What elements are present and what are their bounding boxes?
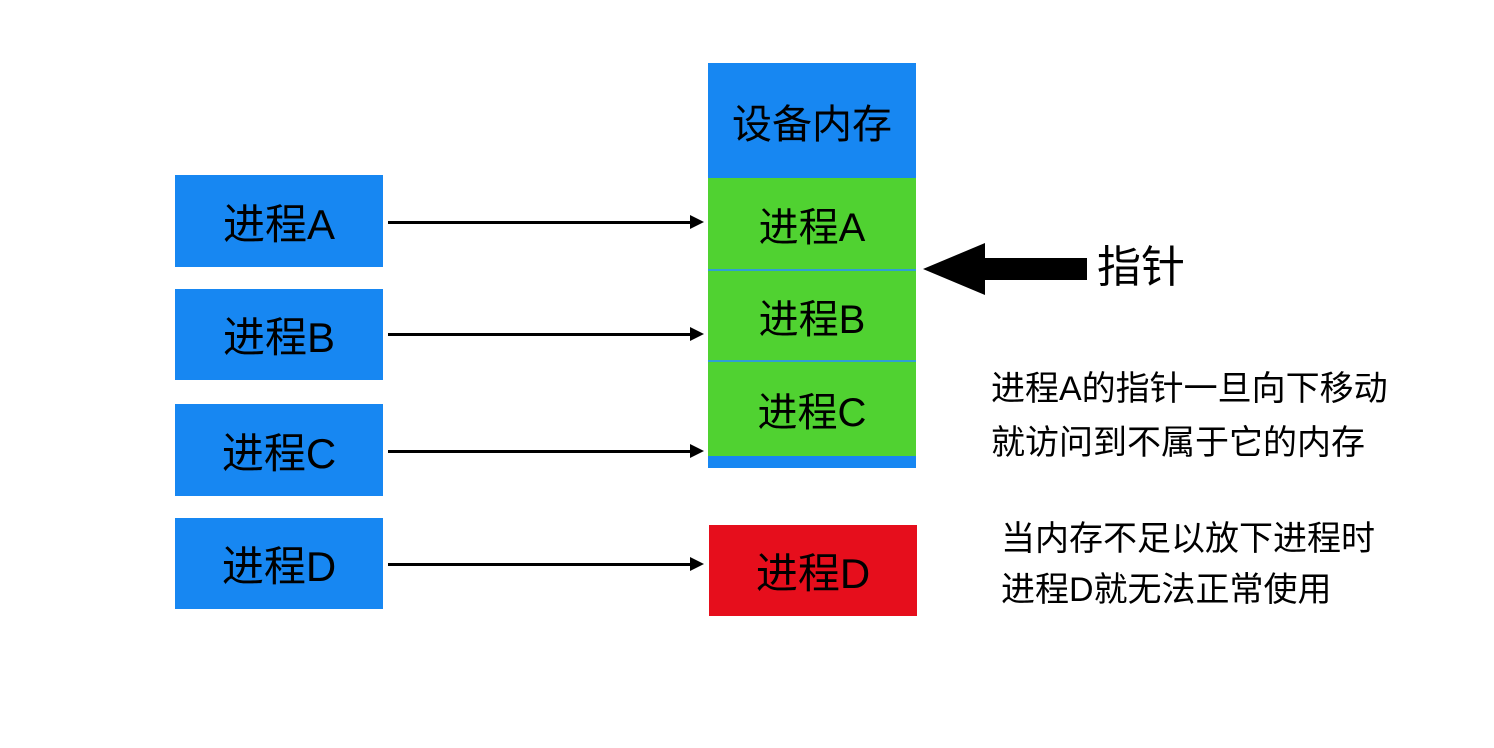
memory-segment-a-label: 进程A — [758, 205, 866, 250]
arrow-head — [690, 215, 704, 229]
process-box-b-label: 进程B — [222, 314, 335, 361]
memory-segment-c: 进程C — [708, 362, 916, 456]
arrow-process-b-icon — [388, 327, 704, 341]
process-box-a: 进程A — [175, 175, 383, 267]
process-box-a-label: 进程A — [222, 200, 335, 248]
arrow-shaft — [388, 221, 690, 224]
note-pointer-move-line1: 进程A的指针一旦向下移动 — [991, 370, 1388, 408]
pointer-arrow-shaft — [983, 258, 1087, 280]
note-memory-full: 当内存不足以放下进程时 进程D就无法正常使用 — [1001, 514, 1375, 616]
pointer-label: 指针 — [1097, 243, 1185, 292]
memory-free-strip — [708, 456, 916, 468]
process-box-c: 进程C — [175, 404, 383, 496]
arrow-process-a-icon — [388, 215, 704, 229]
note-pointer-move: 进程A的指针一旦向下移动 就访问到不属于它的内存 — [991, 362, 1388, 470]
arrow-process-d-icon — [388, 557, 704, 571]
overflow-process-box-d: 进程D — [709, 525, 917, 616]
process-box-c-label: 进程C — [221, 429, 337, 477]
memory-segment-a: 进程A — [708, 178, 916, 271]
device-memory-header: 设备内存 — [708, 63, 916, 178]
process-box-b: 进程B — [175, 289, 383, 380]
overflow-process-box-d-label: 进程D — [755, 550, 871, 597]
memory-segment-c-label: 进程C — [757, 391, 867, 435]
pointer-arrow-head — [923, 243, 985, 295]
memory-segment-b-label: 进程B — [758, 297, 866, 342]
arrow-shaft — [388, 333, 690, 336]
device-memory-title: 设备内存 — [732, 102, 892, 147]
note-memory-full-line2: 进程D就无法正常使用 — [1001, 571, 1332, 609]
note-memory-full-line1: 当内存不足以放下进程时 — [1001, 520, 1375, 558]
arrow-process-c-icon — [388, 444, 704, 458]
arrow-shaft — [388, 450, 690, 453]
arrow-head — [690, 327, 704, 341]
pointer-arrow-icon — [923, 243, 1087, 295]
process-box-d: 进程D — [175, 518, 383, 609]
process-box-d-label: 进程D — [221, 543, 337, 590]
device-memory-column: 设备内存 进程A 进程B 进程C — [708, 63, 916, 468]
note-pointer-move-line2: 就访问到不属于它的内存 — [991, 424, 1365, 462]
arrow-head — [690, 557, 704, 571]
arrow-shaft — [388, 563, 690, 566]
arrow-head — [690, 444, 704, 458]
memory-segment-b: 进程B — [708, 271, 916, 362]
